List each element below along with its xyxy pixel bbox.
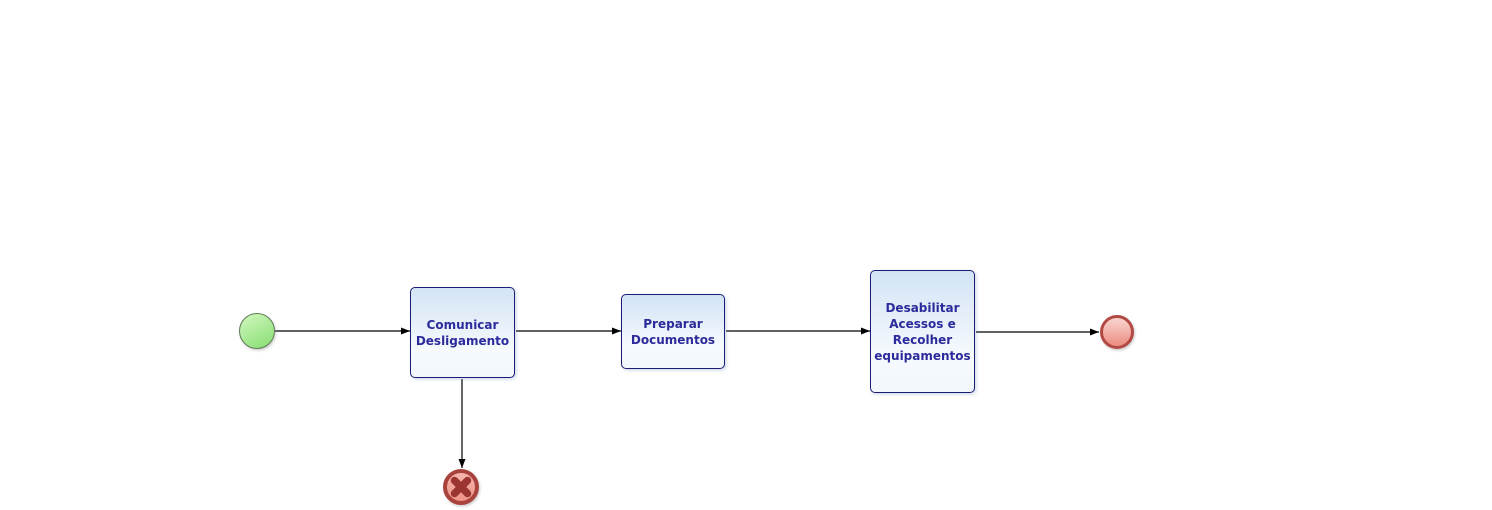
task-label: Comunicar Desligamento [415, 317, 510, 348]
end-event[interactable] [1100, 315, 1134, 349]
task-label: Desabilitar Acessos e Recolher equipamen… [874, 300, 971, 363]
cancel-end-event[interactable] [443, 469, 479, 505]
x-icon [450, 476, 472, 498]
task-label: Preparar Documentos [630, 316, 716, 347]
task-desabilitar-acessos[interactable]: Desabilitar Acessos e Recolher equipamen… [870, 270, 975, 393]
task-preparar-documentos[interactable]: Preparar Documentos [621, 294, 725, 369]
task-comunicar-desligamento[interactable]: Comunicar Desligamento [410, 287, 515, 378]
start-event[interactable] [239, 313, 275, 349]
